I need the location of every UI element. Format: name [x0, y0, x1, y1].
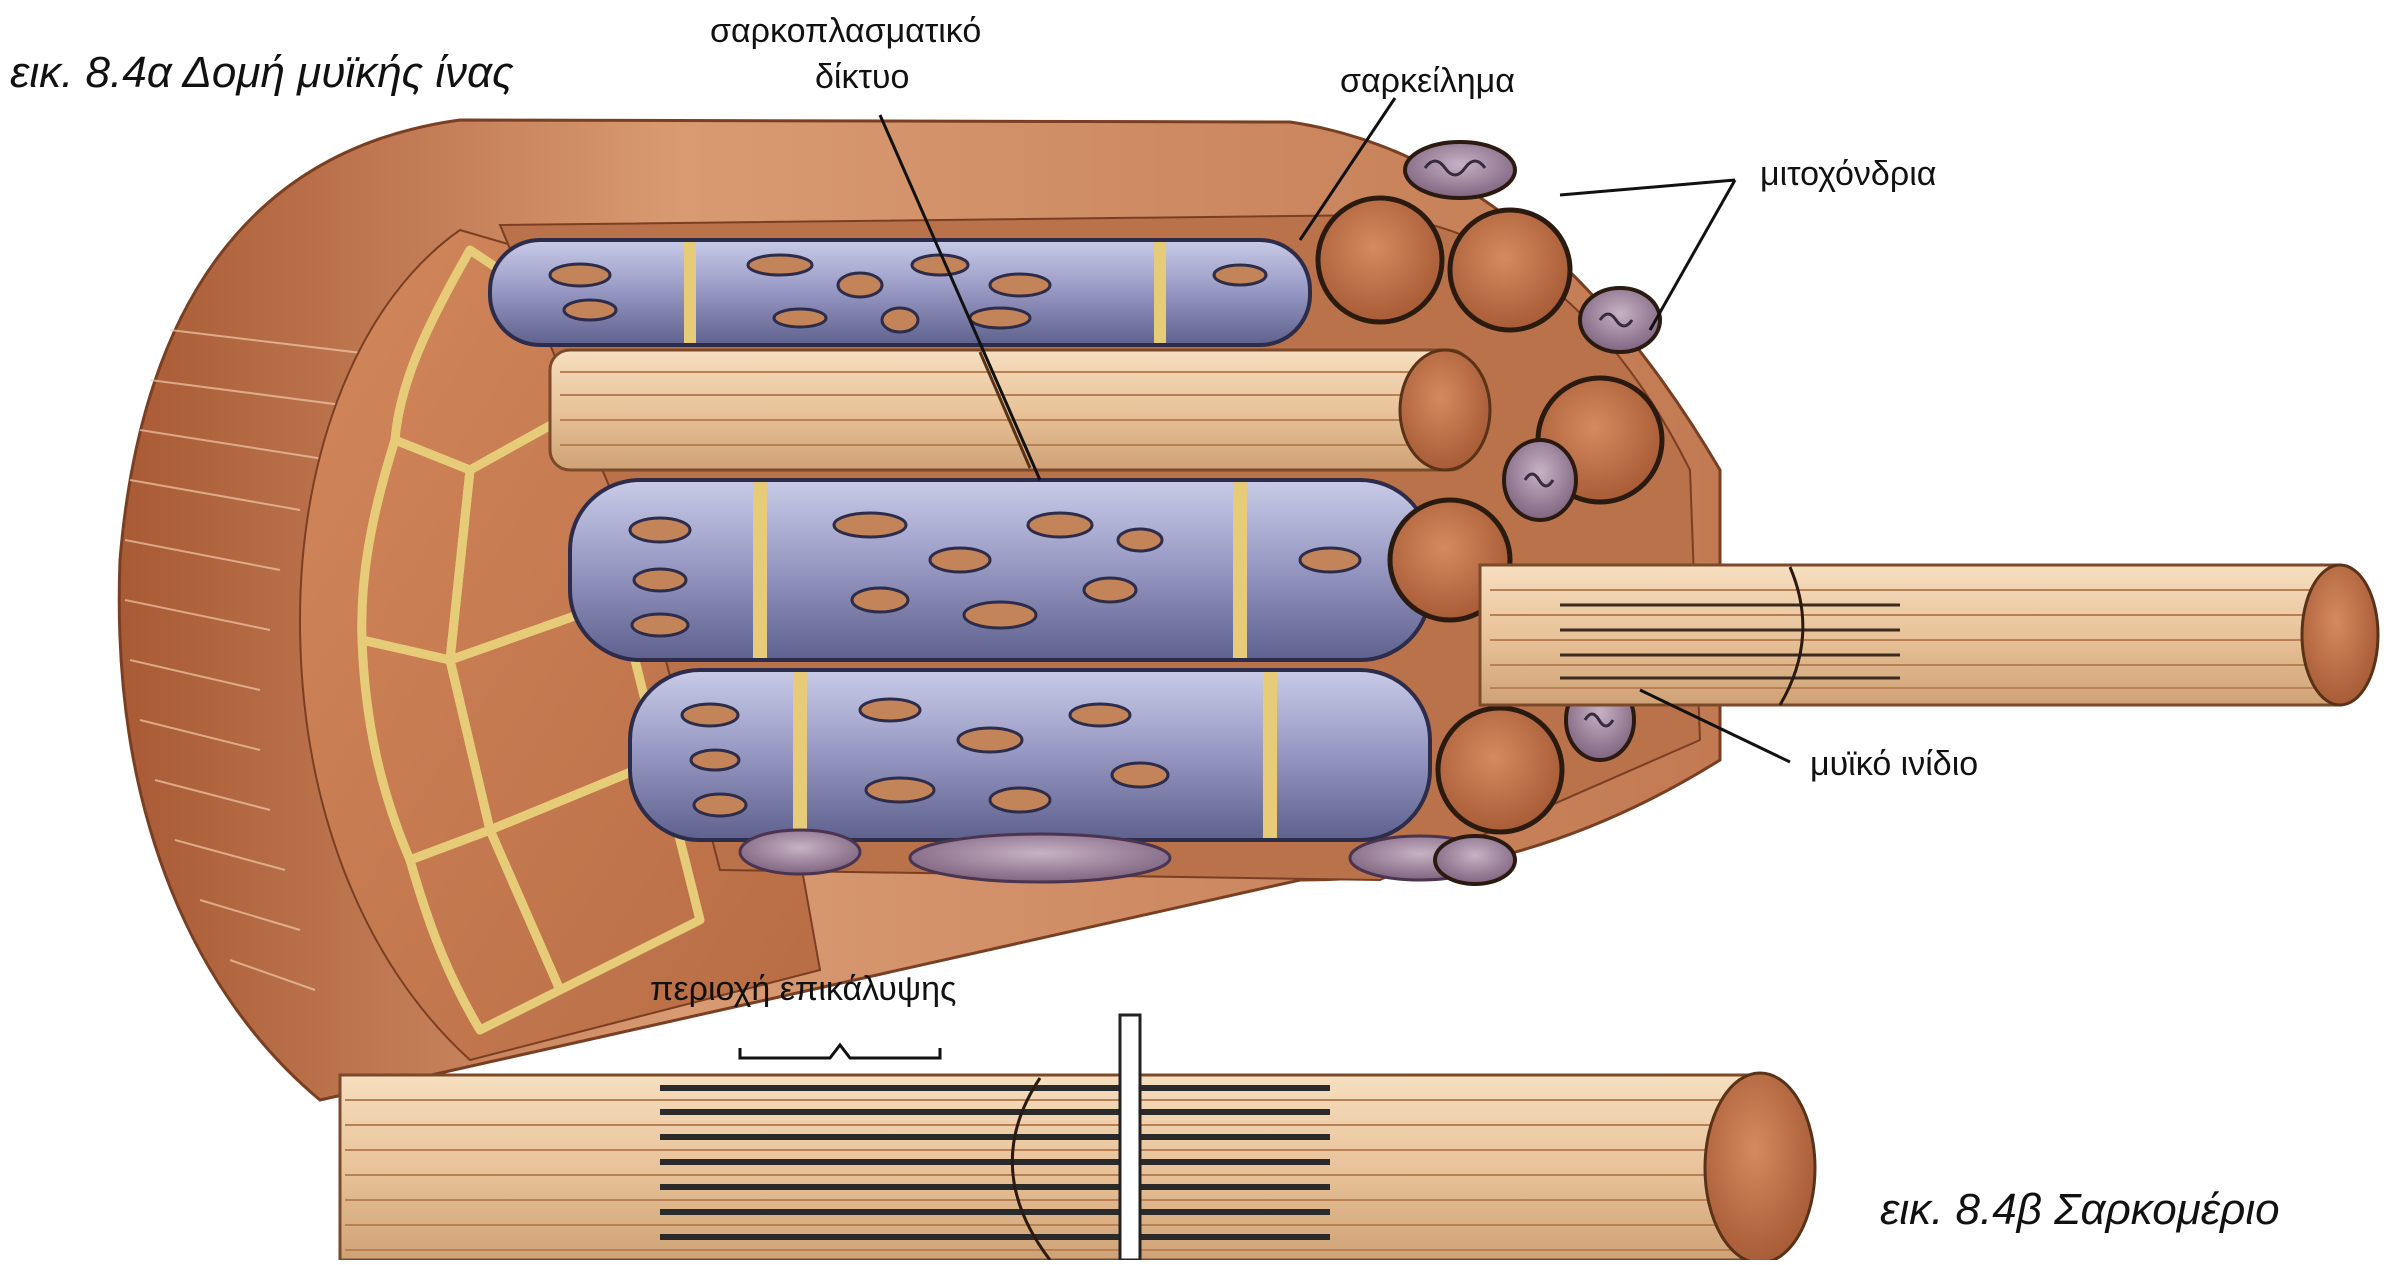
label-overlap-region: περιοχή επικάλυψης	[650, 970, 956, 1009]
sarcomere-drawing	[340, 1015, 1815, 1260]
label-sarcoplasmic-reticulum-line2: δίκτυο	[815, 58, 909, 97]
label-sarcolemma: σαρκείλημα	[1340, 62, 1515, 101]
label-mitochondria: μιτοχόνδρια	[1760, 155, 1936, 194]
protruding-myofibril	[1480, 565, 2378, 705]
label-sarcoplasmic-reticulum-line1: σαρκοπλασματικό	[710, 12, 981, 51]
reticulum-row-4	[630, 670, 1490, 882]
myofibril-row-2	[550, 350, 1490, 470]
figure-b-caption: εικ. 8.4β Σαρκομέριο	[1880, 1185, 2280, 1235]
reticulum-row-1	[490, 240, 1310, 345]
figure-a-caption: εικ. 8.4α Δομή μυϊκής ίνας	[10, 48, 514, 98]
reticulum-row-3	[570, 480, 1430, 660]
label-myofibril: μυϊκό ινίδιο	[1810, 745, 1978, 784]
